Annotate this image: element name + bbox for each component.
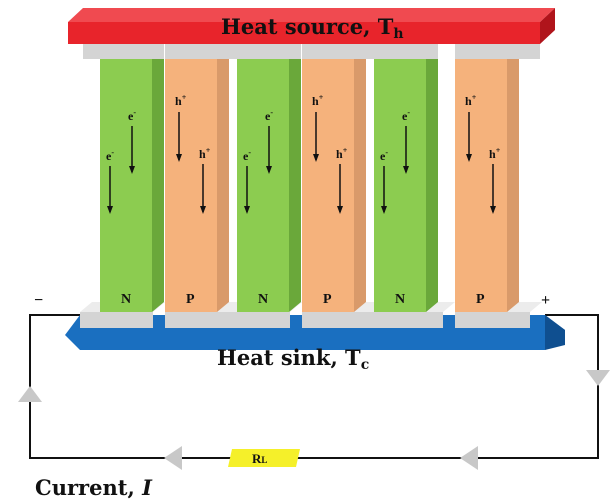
heat-sink-label: Heat sink, Tc <box>217 345 369 373</box>
current-arrows <box>18 370 610 470</box>
leg-type-label: N <box>258 292 268 307</box>
negative-terminal-label: − <box>34 292 43 309</box>
load-resistor: RL <box>228 449 300 467</box>
carrier-label: e- <box>243 148 251 163</box>
top-connector <box>302 44 438 59</box>
top-connectors <box>83 44 540 59</box>
leg-type-label: N <box>121 292 131 307</box>
carrier-label: h+ <box>199 146 211 161</box>
leg-type-label: N <box>395 292 405 307</box>
positive-terminal-label: + <box>541 292 550 309</box>
leg-type-label: P <box>476 292 485 307</box>
leg-p: h+ h+ P <box>455 44 519 312</box>
heat-source-plate <box>68 8 555 44</box>
carrier-label: h+ <box>336 146 348 161</box>
carrier-label: e- <box>402 108 410 123</box>
leg-type-label: P <box>186 292 195 307</box>
top-connector <box>455 44 540 59</box>
carrier-label: e- <box>106 148 114 163</box>
leg-n: e-e- N <box>374 44 438 312</box>
carrier-label: e- <box>265 108 273 123</box>
arrow-down-right-icon <box>586 370 610 386</box>
circuit-wire <box>29 314 599 459</box>
carrier-label: h+ <box>312 93 324 108</box>
leg-p: h+ h+ P <box>302 44 366 312</box>
leg-p: h+ h+ P <box>165 44 229 312</box>
leg-n: e-e- N <box>100 44 164 312</box>
carrier-label: h+ <box>175 93 187 108</box>
top-connector <box>83 44 164 59</box>
leg-type-label: P <box>323 292 332 307</box>
top-connector <box>165 44 301 59</box>
current-label: Current, I <box>35 475 153 500</box>
heat-source-label: Heat source, Th <box>221 14 404 42</box>
carrier-label: h+ <box>489 146 501 161</box>
carrier-label: e- <box>128 108 136 123</box>
leg-n: e-e- N <box>237 44 301 312</box>
carrier-label: h+ <box>465 93 477 108</box>
thermoelectric-legs: e-e- Nh+ h+ Pe-e- Nh+ h+ Pe-e- Nh+ h+ P <box>100 44 519 312</box>
svg-text:RL: RL <box>252 451 267 466</box>
arrow-up-left-icon <box>18 386 42 402</box>
arrow-left-bottom-right-icon <box>460 446 478 470</box>
carrier-label: e- <box>380 148 388 163</box>
arrow-left-bottom-left-icon <box>164 446 182 470</box>
